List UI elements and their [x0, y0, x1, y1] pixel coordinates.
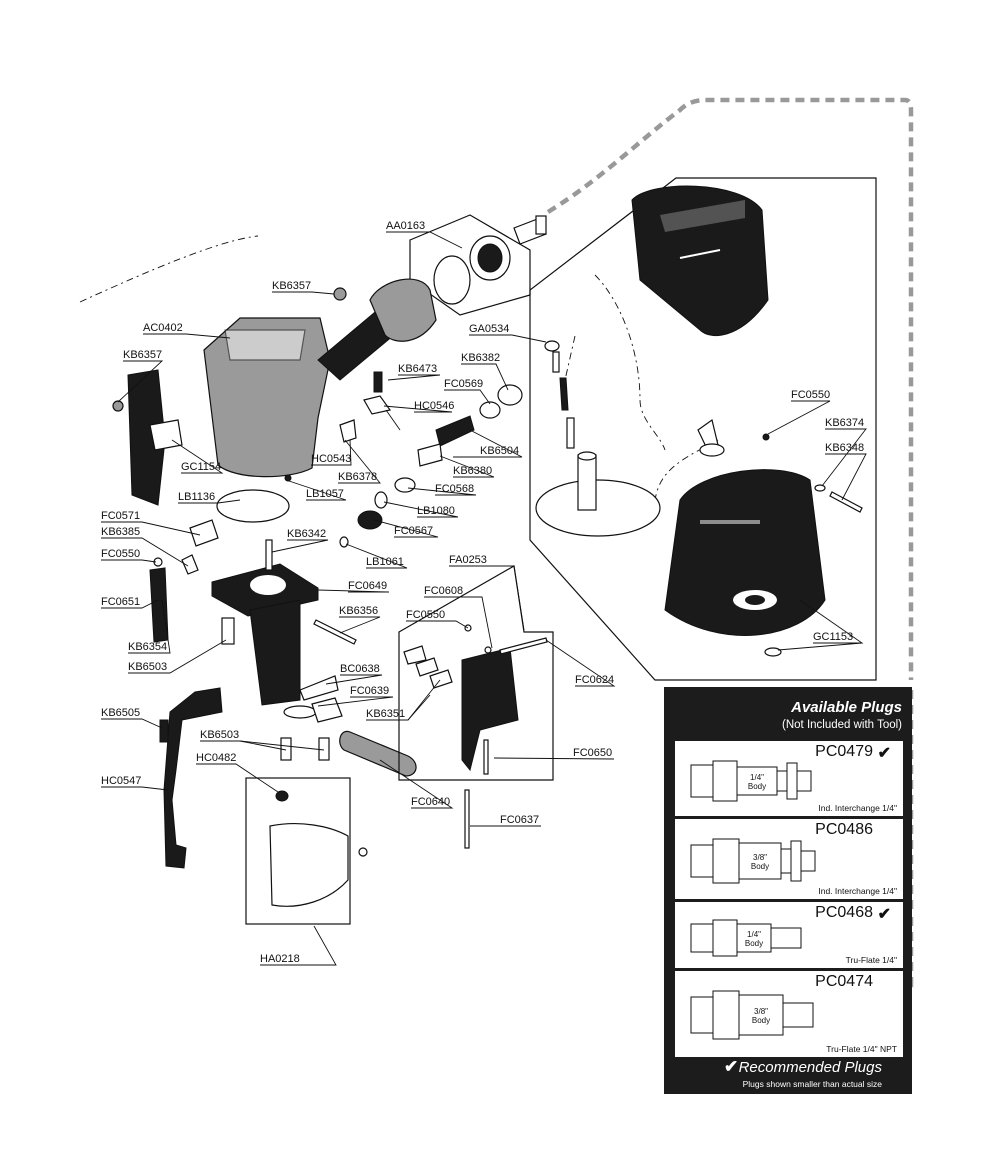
label-GC1154: GC1154 [181, 461, 221, 473]
label-KB6503: KB6503 [128, 661, 167, 673]
label-FC0637: FC0637 [500, 814, 539, 826]
plug-card-pc0486: 3/8"Body PC0486 Ind. Interchange 1/4" [674, 818, 904, 900]
leader-lines [101, 231, 867, 966]
label-FC0651: FC0651 [101, 596, 140, 608]
label-KB6357: KB6357 [123, 349, 162, 361]
label-GA0534: GA0534 [469, 323, 509, 335]
label-FC0640: FC0640 [411, 796, 450, 808]
piston-assembly [535, 340, 661, 537]
latch-assembly [149, 519, 219, 643]
label-AA0163: AA0163 [386, 220, 425, 232]
plug-body-size: 3/8"Body [751, 1007, 771, 1025]
label-FC0569: FC0569 [444, 378, 483, 390]
label-FC0550: FC0550 [406, 609, 445, 621]
plug-card-pc0474: 3/8"Body PC0474 Tru-Flate 1/4" NPT [674, 970, 904, 1058]
plug-card-pc0479: 1/4"Body PC0479 ✔ Ind. Interchange 1/4" [674, 740, 904, 817]
recommended-check-icon: ✔ [724, 1057, 739, 1076]
plug-drawing [690, 760, 812, 802]
label-FC0649: FC0649 [348, 580, 387, 592]
guard [269, 790, 368, 907]
assembly-path-motor [594, 274, 666, 451]
label-HA0218: HA0218 [260, 953, 300, 965]
part-labels: AA0163 KB6357 AC0402 KB6357 GA0534 KB647… [101, 220, 864, 965]
label-KB6505: KB6505 [101, 707, 140, 719]
label-LB1061: LB1061 [366, 556, 404, 568]
plug-drawing [690, 838, 816, 884]
plug-code: PC0486 [815, 821, 873, 838]
label-GC1153: GC1153 [813, 631, 853, 643]
label-KB6348: KB6348 [825, 442, 864, 454]
recommended-check-icon: ✔ [877, 906, 891, 923]
label-AC0402: AC0402 [143, 322, 183, 334]
assembly-path-piston [564, 335, 576, 381]
label-FC0650: FC0650 [573, 747, 612, 759]
left-cover [127, 369, 183, 506]
plug-code: PC0474 [815, 973, 873, 990]
label-KB6354: KB6354 [128, 641, 167, 653]
valve-components [216, 371, 523, 548]
label-FC0608: FC0608 [424, 585, 463, 597]
recommended-check-icon: ✔ [877, 745, 891, 762]
label-KB6504: KB6504 [480, 445, 519, 457]
label-LB1057: LB1057 [306, 488, 344, 500]
magazine-cover [631, 185, 769, 336]
lever [163, 687, 223, 869]
label-KB6357: KB6357 [272, 280, 311, 292]
ha0218-box [245, 777, 351, 925]
available-plugs-panel: Available Plugs (Not Included with Tool)… [664, 687, 912, 1094]
label-FC0567: FC0567 [394, 525, 433, 537]
plug-code: PC0479 [815, 743, 873, 760]
plug-drawing [690, 990, 814, 1040]
label-KB6382: KB6382 [461, 352, 500, 364]
label-HC0482: HC0482 [196, 752, 236, 764]
plug-type: Ind. Interchange 1/4" [818, 803, 897, 813]
label-KB6473: KB6473 [398, 363, 437, 375]
air-fitting [409, 214, 547, 316]
label-KB6374: KB6374 [825, 417, 864, 429]
plug-body-size: 3/8"Body [750, 853, 770, 871]
label-KB6503: KB6503 [200, 729, 239, 741]
plug-drawing [690, 919, 802, 957]
plugs-size-note: Plugs shown smaller than actual size [742, 1079, 882, 1089]
plug-type: Tru-Flate 1/4" [845, 955, 897, 965]
label-KB6378: KB6378 [338, 471, 377, 483]
label-BC0638: BC0638 [340, 663, 380, 675]
label-FA0253: FA0253 [449, 554, 487, 566]
assembly-path-left [79, 235, 259, 303]
spring [159, 719, 169, 743]
label-HC0543: HC0543 [311, 453, 351, 465]
nose-assembly [211, 539, 357, 761]
plug-type: Ind. Interchange 1/4" [818, 886, 897, 896]
label-FC0550: FC0550 [791, 389, 830, 401]
label-HC0546: HC0546 [414, 400, 454, 412]
roller [339, 730, 417, 777]
label-HC0547: HC0547 [101, 775, 141, 787]
plugs-subtitle: (Not Included with Tool) [782, 719, 902, 731]
label-KB6342: KB6342 [287, 528, 326, 540]
label-KB6356: KB6356 [339, 605, 378, 617]
plugs-title: Available Plugs [791, 699, 902, 716]
label-FC0571: FC0571 [101, 510, 140, 522]
plug-body-size: 1/4"Body [744, 930, 764, 948]
label-FC0639: FC0639 [350, 685, 389, 697]
label-KB6351: KB6351 [366, 708, 405, 720]
plug-type: Tru-Flate 1/4" NPT [826, 1044, 897, 1054]
plug-card-pc0468: 1/4"Body PC0468 ✔ Tru-Flate 1/4" [674, 901, 904, 969]
label-KB6385: KB6385 [101, 526, 140, 538]
plug-body-size: 1/4"Body [747, 773, 767, 791]
label-FC0550: FC0550 [101, 548, 140, 560]
recommended-plugs-title: Recommended Plugs [738, 1059, 882, 1076]
label-LB1080: LB1080 [417, 505, 455, 517]
magazine-canister [664, 418, 863, 657]
main-housing [112, 278, 437, 482]
label-LB1136: LB1136 [178, 491, 215, 503]
label-KB6380: KB6380 [453, 465, 492, 477]
label-FC0568: FC0568 [435, 483, 474, 495]
plug-code: PC0468 [815, 904, 873, 921]
feeder-assembly [403, 624, 548, 849]
label-FC0624: FC0624 [575, 674, 614, 686]
